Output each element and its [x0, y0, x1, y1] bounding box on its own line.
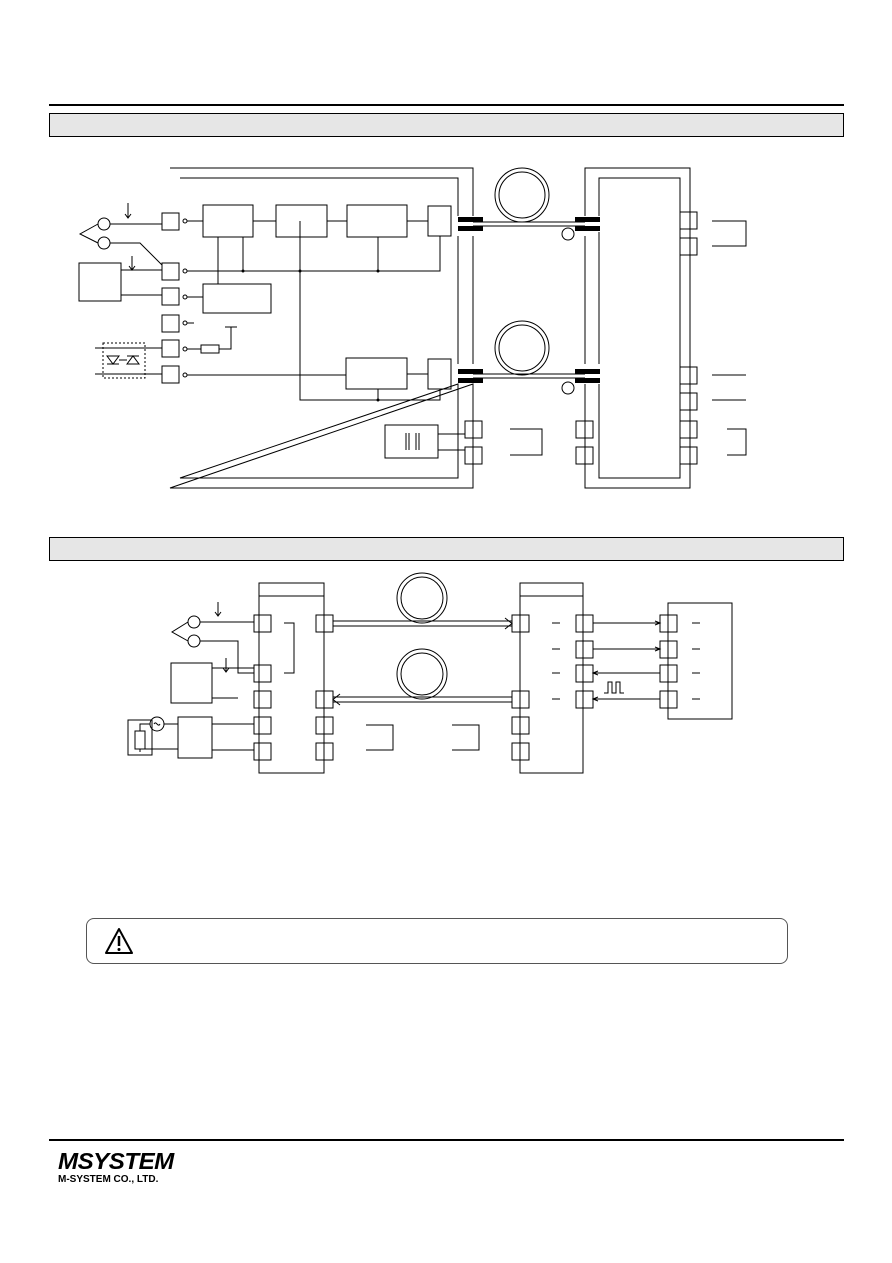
receive-block — [345, 357, 408, 390]
cjc2-box — [170, 662, 213, 704]
fiber2-loop-lower — [396, 648, 448, 700]
cpu-block — [346, 204, 408, 238]
warning-triangle-icon — [105, 928, 133, 954]
tc2-terminal-minus — [187, 634, 201, 648]
tc2-terminal-plus — [187, 615, 201, 629]
rx-indicator-2 — [561, 381, 575, 395]
system-configuration-diagram — [127, 572, 733, 774]
tc-arrow — [124, 203, 132, 219]
photo-receiver-block — [427, 358, 452, 390]
receiver-enclosure-inner — [598, 177, 681, 479]
block-diagram — [78, 167, 747, 489]
section-header-system-configuration — [49, 537, 844, 561]
receiver-enclosure-outer — [584, 167, 691, 489]
fiber2-loop-upper — [396, 572, 448, 624]
power-source-box — [177, 716, 213, 759]
burnout-box — [102, 342, 146, 379]
transmitter-enclosure-inner — [179, 177, 459, 479]
pulse-symbol — [604, 681, 624, 694]
external-device — [667, 602, 733, 720]
resistor — [200, 344, 220, 354]
rx-indicator-1 — [561, 227, 575, 241]
power-supply-block — [384, 424, 439, 459]
receiver-unit — [519, 582, 584, 774]
transmitter-enclosure-outer — [169, 167, 474, 489]
footer-rule — [49, 1139, 844, 1141]
led-emitter-block — [427, 205, 452, 237]
cjc-sensor-box — [78, 262, 122, 302]
fiber-loop-lower — [494, 320, 550, 376]
transmitter-unit — [258, 582, 325, 774]
company-logo: MSYSTEM M-SYSTEM CO., LTD. — [58, 1150, 174, 1186]
header-rule — [49, 104, 844, 106]
tc-terminal-plus — [97, 217, 111, 231]
section-header-block-diagram — [49, 113, 844, 137]
company-name: M-SYSTEM CO., LTD. — [58, 1174, 159, 1185]
amplifier-block — [202, 204, 254, 238]
ad-converter-block — [275, 204, 328, 238]
fiber-loop-upper — [494, 167, 550, 223]
caution-notice — [86, 918, 788, 964]
logo-mark: MSYSTEM — [58, 1148, 174, 1174]
cjc-block — [202, 283, 272, 314]
tc-terminal-minus — [97, 236, 111, 250]
